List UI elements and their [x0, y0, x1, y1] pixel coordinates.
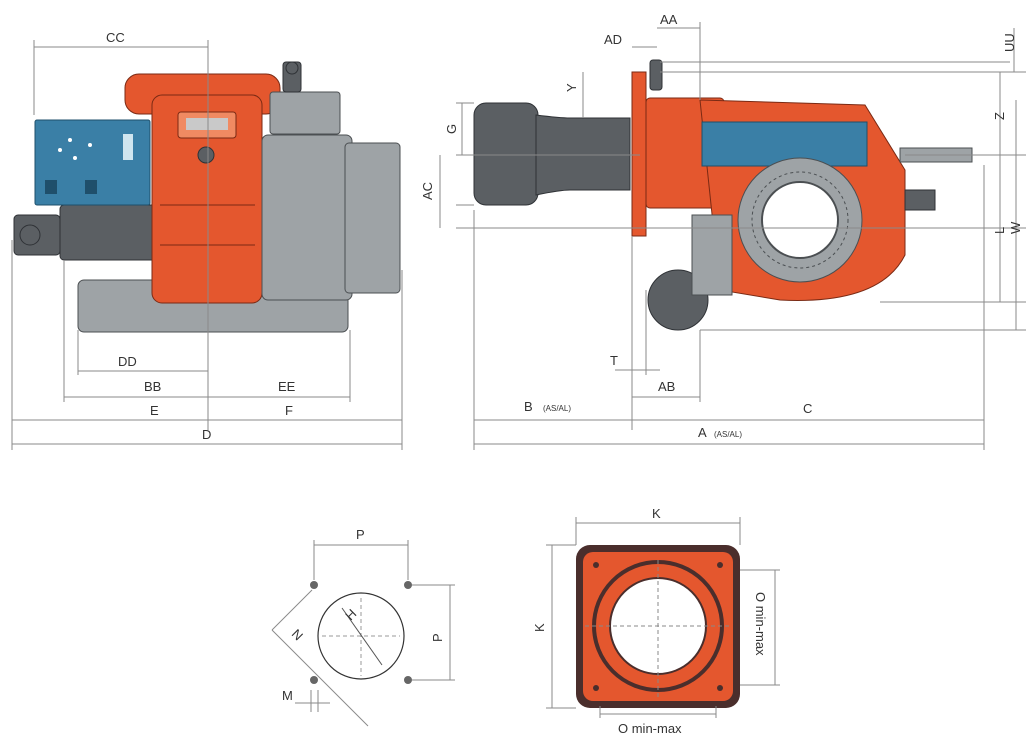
label-p-right: P — [430, 633, 445, 642]
side-view — [473, 59, 973, 331]
label-n: N — [289, 626, 306, 643]
label-p-top: P — [356, 527, 365, 542]
label-l: L — [992, 227, 1007, 234]
label-m: M — [282, 688, 293, 703]
label-cc: CC — [106, 30, 125, 45]
label-bb: BB — [144, 379, 161, 394]
label-f: F — [285, 403, 293, 418]
flange-hole-pattern: P P H N M — [271, 527, 455, 727]
label-z: Z — [992, 112, 1007, 120]
label-o-bottom: O min-max — [618, 721, 682, 736]
label-b: B — [524, 399, 533, 414]
bolt-hole — [310, 676, 318, 684]
label-h: H — [342, 606, 359, 623]
label-d: D — [202, 427, 211, 442]
bolt-hole — [310, 581, 318, 589]
front-view — [13, 61, 401, 333]
label-ee: EE — [278, 379, 296, 394]
front-view-dimensions: CC DD BB EE E F D — [11, 30, 403, 450]
label-a: A — [698, 425, 707, 440]
label-w: W — [1008, 221, 1023, 234]
label-b-note: (AS/AL) — [543, 404, 571, 413]
label-o-right: O min-max — [753, 592, 768, 656]
bolt-hole — [404, 581, 412, 589]
label-ad: AD — [604, 32, 622, 47]
label-k-left: K — [532, 623, 547, 632]
label-ab: AB — [658, 379, 675, 394]
label-c: C — [803, 401, 812, 416]
label-aa: AA — [660, 12, 678, 27]
label-k-top: K — [652, 506, 661, 521]
label-g: G — [444, 124, 459, 134]
label-dd: DD — [118, 354, 137, 369]
label-e: E — [150, 403, 159, 418]
label-t: T — [610, 353, 618, 368]
label-a-note: (AS/AL) — [714, 430, 742, 439]
boiler-plate: K K O min-max O min-max — [532, 506, 780, 736]
label-y: Y — [564, 83, 579, 92]
bolt-hole — [404, 676, 412, 684]
label-uu: UU — [1002, 33, 1017, 52]
label-ac: AC — [420, 182, 435, 200]
side-view-dimensions: AD AA UU Y G AC Z L W T AB — [420, 12, 1026, 450]
